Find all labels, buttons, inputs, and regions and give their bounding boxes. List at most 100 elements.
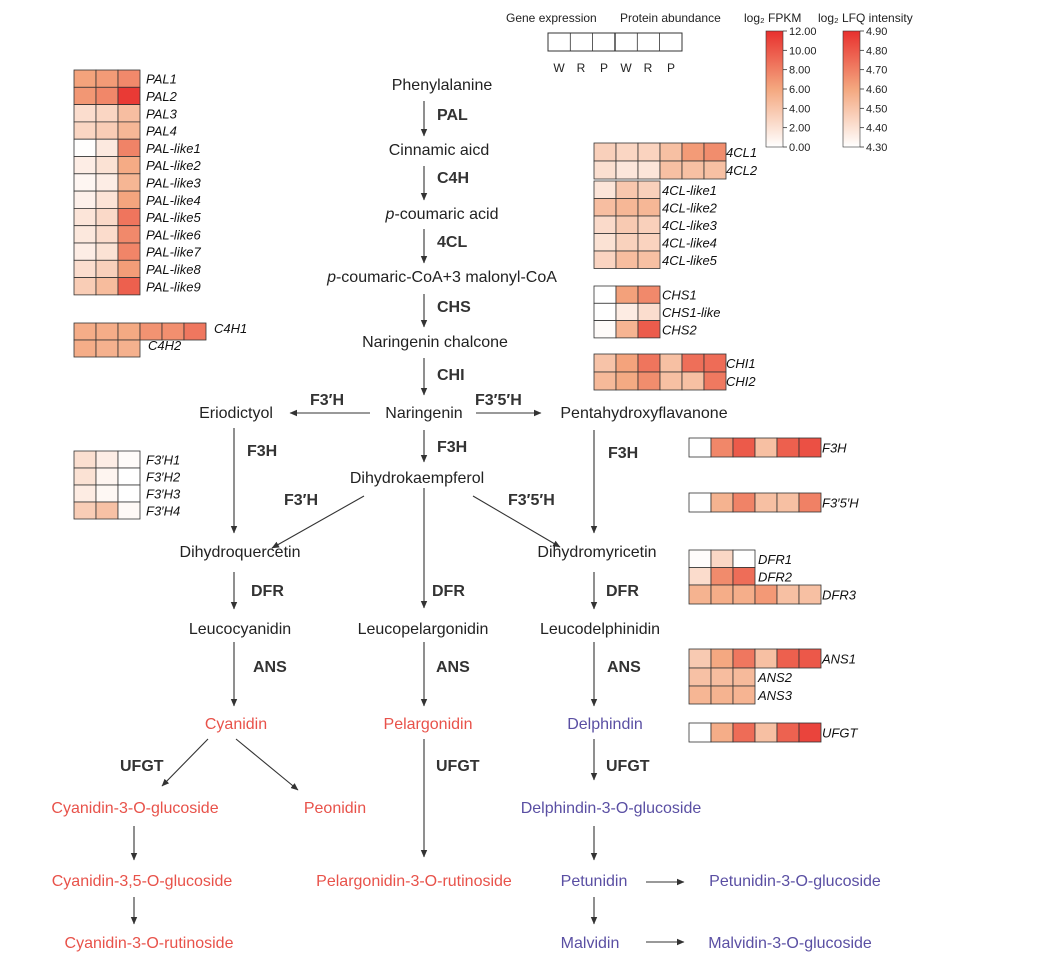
colorbar-tick-label: 0.00: [789, 142, 810, 154]
heatmap-cell: [732, 567, 756, 586]
compound-dihydromyricetin: Dihydromyricetin: [537, 544, 656, 561]
compound-pentahydroxyflavanone: Pentahydroxyflavanone: [560, 405, 727, 422]
heatmap-cell: [95, 450, 119, 469]
heatmap-cell: [73, 322, 97, 341]
heatmap-cell: [776, 722, 800, 743]
heatmap-cell: [615, 320, 639, 339]
enzyme-c4h: C4H: [437, 170, 469, 187]
heatmap-cell: [73, 225, 97, 244]
heatmap-cell: [73, 467, 97, 486]
enzyme-dfr-center: DFR: [432, 583, 465, 600]
heatmap-cell: [117, 259, 141, 278]
heatmap-cell: [73, 339, 97, 358]
heatmap-cell: [615, 302, 639, 321]
heatmap-cell: [637, 371, 661, 391]
heatmap-cell: [593, 320, 617, 339]
heatmap-cell: [681, 160, 705, 180]
colorbar-tick-label: 4.00: [789, 103, 810, 115]
heatmap-cell: [593, 198, 617, 217]
compound-delphindin: Delphindin: [567, 716, 643, 733]
heatmap-cell: [95, 501, 119, 520]
gene-label: PAL3: [146, 106, 178, 121]
heatmap-cell: [732, 437, 756, 458]
heatmap-cell: [95, 121, 119, 140]
compounds: Phenylalanine Cinnamic aicd p-coumaric a…: [51, 77, 881, 952]
heatmap-cell: [637, 302, 661, 321]
compound-p-coumaric-acid: p-coumaric acid: [385, 206, 499, 223]
gene-label: C4H1: [214, 321, 247, 336]
heatmap-cell: [681, 371, 705, 391]
gene-label: PAL-like4: [146, 193, 201, 208]
heatmap-cell: [117, 450, 141, 469]
arrow-cya-peo: [235, 738, 299, 791]
gene-label: PAL-like1: [146, 141, 201, 156]
heatmap-cell: [593, 215, 617, 234]
heatmap-cell: [732, 648, 756, 669]
gene-label: 4CL-like4: [662, 235, 717, 250]
heatmap-cell: [95, 104, 119, 123]
gene-label: PAL-like6: [146, 227, 201, 242]
gene-label: F3H: [822, 441, 847, 456]
heatmap-cell: [117, 156, 141, 175]
heatmap-f3h: F3H: [688, 437, 847, 458]
heatmap-cell: [688, 437, 712, 458]
heatmap-cell: [776, 437, 800, 458]
gene-label: DFR2: [758, 569, 793, 584]
enzyme-ans-left: ANS: [253, 659, 287, 676]
enzyme-dfr-right: DFR: [606, 583, 639, 600]
enzyme-ans-right: ANS: [607, 659, 641, 676]
enzyme-f35h-mid: F3′5′H: [508, 492, 555, 509]
compound-eriodictyol: Eriodictyol: [199, 405, 273, 422]
heatmap-cell: [117, 138, 141, 157]
heatmap-cell: [710, 567, 734, 586]
compound-cyanidin-3-o-rutinoside: Cyanidin-3-O-rutinoside: [65, 935, 234, 952]
compound-peonidin: Peonidin: [304, 800, 366, 817]
gene-label: ANS1: [821, 652, 856, 667]
enzyme-chs: CHS: [437, 299, 471, 316]
heatmap-cell: [710, 584, 734, 605]
heatmap-cell: [95, 339, 119, 358]
compound-malvidin-3-o-glucoside: Malvidin-3-O-glucoside: [708, 935, 872, 952]
heatmaps: PAL1PAL2PAL3PAL4PAL-like1PAL-like2PAL-li…: [73, 69, 859, 743]
heatmap-ufgt: UFGT: [688, 722, 858, 743]
heatmap-cell: [593, 302, 617, 321]
heatmap-cell: [73, 156, 97, 175]
enzyme-ufgt-right: UFGT: [606, 758, 650, 775]
gene-label: CHI2: [726, 374, 756, 389]
heatmap-cell: [688, 648, 712, 669]
compound-delphindin-3-o-glucoside: Delphindin-3-O-glucoside: [521, 800, 702, 817]
colorbar-tick-label: 2.00: [789, 123, 810, 135]
colorbar-tick-label: 8.00: [789, 65, 810, 77]
gene-label: 4CL1: [726, 145, 757, 160]
heatmap-cell: [637, 160, 661, 180]
heatmap-cell: [703, 371, 727, 391]
protein-abundance-label: Protein abundance: [620, 11, 721, 25]
heatmap-cell: [95, 156, 119, 175]
heatmap-cell: [117, 467, 141, 486]
heatmap-cell: [117, 173, 141, 192]
enzymes: PAL C4H 4CL CHS CHI F3′H F3′5′H F3H F3H …: [120, 107, 650, 775]
enzyme-f3prime-h-mid: F3′H: [284, 492, 318, 509]
heatmap-cell: [703, 142, 727, 162]
heatmap-cell: [703, 160, 727, 180]
heatmap-cell: [798, 492, 822, 513]
heatmap-cell: [73, 121, 97, 140]
heatmap-cell: [73, 207, 97, 227]
heatmap-cell: [710, 685, 734, 705]
gene-label: 4CL-like3: [662, 218, 718, 233]
heatmap-cell: [73, 242, 97, 261]
heatmap-cell: [688, 492, 712, 513]
gene-label: F3′H1: [146, 453, 180, 468]
heatmap-cell: [615, 142, 639, 162]
compound-phenylalanine: Phenylalanine: [392, 77, 493, 94]
heatmap-cell: [117, 277, 141, 296]
heatmap-cell: [732, 492, 756, 513]
heatmap-cell: [117, 322, 141, 341]
lfq-title: log₂ LFQ intensity: [818, 11, 913, 25]
heatmap-cell: [95, 138, 119, 157]
heatmap-cell: [593, 285, 617, 304]
heatmap-cell: [73, 259, 97, 278]
